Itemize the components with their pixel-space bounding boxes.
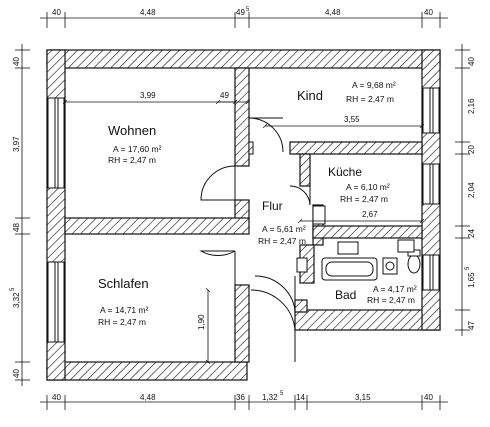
inner-dimensions xyxy=(62,99,425,365)
room-area-flur: A = 5,61 m² xyxy=(262,224,306,234)
window-wohnen xyxy=(47,97,65,189)
dim-inner-schlafen-height: 1,90 xyxy=(197,314,206,330)
room-flur: Flur A = 5,61 m² RH = 2,47 m xyxy=(258,199,306,246)
dim-left-1: 40 xyxy=(12,57,21,66)
dim-bottom-4-sup: 5 xyxy=(280,391,284,397)
dim-right-7: 47 xyxy=(467,321,476,330)
dim-inner-wall: 49 xyxy=(220,91,229,100)
room-schlafen: Schlafen A = 14,71 m² RH = 2,47 m xyxy=(98,276,149,327)
inner-wall-wohnen-schlafen xyxy=(64,217,250,235)
room-height-flur: RH = 2,47 m xyxy=(258,236,306,246)
room-area-kueche: A = 6,10 m² xyxy=(346,182,390,192)
bathtub xyxy=(321,257,378,281)
washing-machine-icon xyxy=(382,257,398,275)
room-height-kueche: RH = 2,47 m xyxy=(340,194,388,204)
dim-inner-wohnen-width: 3,99 xyxy=(140,91,156,100)
shaft-flur xyxy=(296,257,308,273)
dim-top-5: 40 xyxy=(424,8,433,17)
room-height-schlafen: RH = 2,47 m xyxy=(98,317,146,327)
inner-wall-wohnen-kind xyxy=(234,67,250,167)
inner-wall-flur-kueche xyxy=(299,153,311,187)
dim-left-5: 40 xyxy=(12,369,21,378)
window-bad xyxy=(422,254,440,291)
room-wohnen: Wohnen A = 17,60 m² RH = 2,47 m xyxy=(108,123,162,165)
room-area-bad: A = 4,17 m² xyxy=(373,284,417,294)
dim-left-3: 48 xyxy=(12,223,21,232)
door-wohnen xyxy=(200,165,236,201)
toilet-icon xyxy=(407,254,421,274)
room-height-bad: RH = 2,47 m xyxy=(367,295,415,305)
inner-wall-bad-left-lower xyxy=(294,299,308,313)
stove-icon xyxy=(397,239,415,253)
dim-right-6-sup: 5 xyxy=(465,266,471,270)
room-name-wohnen: Wohnen xyxy=(108,123,156,138)
dim-right-6: 1,65 xyxy=(467,272,476,288)
doors xyxy=(199,117,311,380)
outer-wall-top xyxy=(46,49,441,69)
dim-bottom-7: 40 xyxy=(424,393,433,402)
inner-wall-kind-kueche xyxy=(289,141,423,155)
dim-inner-kind-width: 3,55 xyxy=(344,115,360,124)
dim-top-1: 40 xyxy=(52,8,61,17)
room-height-kind: RH = 2,47 m xyxy=(346,94,394,104)
dim-right-4: 2,04 xyxy=(467,182,476,198)
inner-wall-kind-kueche-stub xyxy=(248,141,254,155)
inner-wall-kueche-bad xyxy=(312,225,423,239)
room-bad: Bad A = 4,17 m² RH = 2,47 m xyxy=(335,284,417,305)
outer-wall-bottom xyxy=(46,361,248,381)
dim-bottom-1: 40 xyxy=(52,393,61,402)
door-kueche xyxy=(289,185,311,206)
dim-top-2: 4,48 xyxy=(140,8,156,17)
windows xyxy=(47,87,440,343)
dim-bottom-6: 3,15 xyxy=(355,393,371,402)
room-name-schlafen: Schlafen xyxy=(98,276,149,291)
dim-bottom-5: 14 xyxy=(296,393,305,402)
dim-top-4: 4,48 xyxy=(325,8,341,17)
dim-top-3: 49 xyxy=(236,8,245,17)
window-schlafen xyxy=(47,261,65,343)
room-name-kind: Kind xyxy=(297,88,323,103)
dim-left-4: 3,32 xyxy=(12,292,21,308)
room-kueche: Küche A = 6,10 m² RH = 2,47 m xyxy=(328,165,390,204)
room-area-schlafen: A = 14,71 m² xyxy=(100,305,149,315)
door-bad xyxy=(254,275,296,311)
fixtures xyxy=(296,205,421,281)
dim-top-3-sup: 5 xyxy=(246,7,250,13)
window-kind xyxy=(422,87,440,134)
room-name-flur: Flur xyxy=(262,199,283,213)
room-area-wohnen: A = 17,60 m² xyxy=(113,144,162,154)
dim-right-1: 40 xyxy=(467,57,476,66)
dim-right-3: 20 xyxy=(467,145,476,154)
dim-bottom-3: 36 xyxy=(236,393,245,402)
dim-right-2: 2,16 xyxy=(467,98,476,114)
dim-bottom-2: 4,48 xyxy=(140,393,156,402)
door-entrance xyxy=(246,289,296,380)
dim-bottom-4: 1,32 xyxy=(262,393,278,402)
dim-right-5: 24 xyxy=(467,229,476,238)
room-height-wohnen: RH = 2,47 m xyxy=(108,155,156,165)
inner-wall-flur-left-lower xyxy=(234,284,250,363)
room-name-bad: Bad xyxy=(335,288,356,302)
window-kueche xyxy=(422,163,440,205)
sink-bad xyxy=(337,241,359,255)
dim-inner-kueche-width: 2,67 xyxy=(362,210,378,219)
room-name-kueche: Küche xyxy=(328,165,362,179)
dim-left-2: 3,97 xyxy=(12,136,21,152)
outer-wall-bottom-right xyxy=(294,309,441,331)
inner-wall-flur-kueche-lower xyxy=(312,204,324,246)
room-area-kind: A = 9,68 m² xyxy=(352,80,396,90)
dimension-lines xyxy=(15,12,470,410)
door-schlafen xyxy=(199,250,236,285)
dim-left-4-sup: 5 xyxy=(10,287,16,291)
room-kind: Kind A = 9,68 m² RH = 2,47 m xyxy=(297,80,396,104)
door-kind xyxy=(248,117,284,153)
